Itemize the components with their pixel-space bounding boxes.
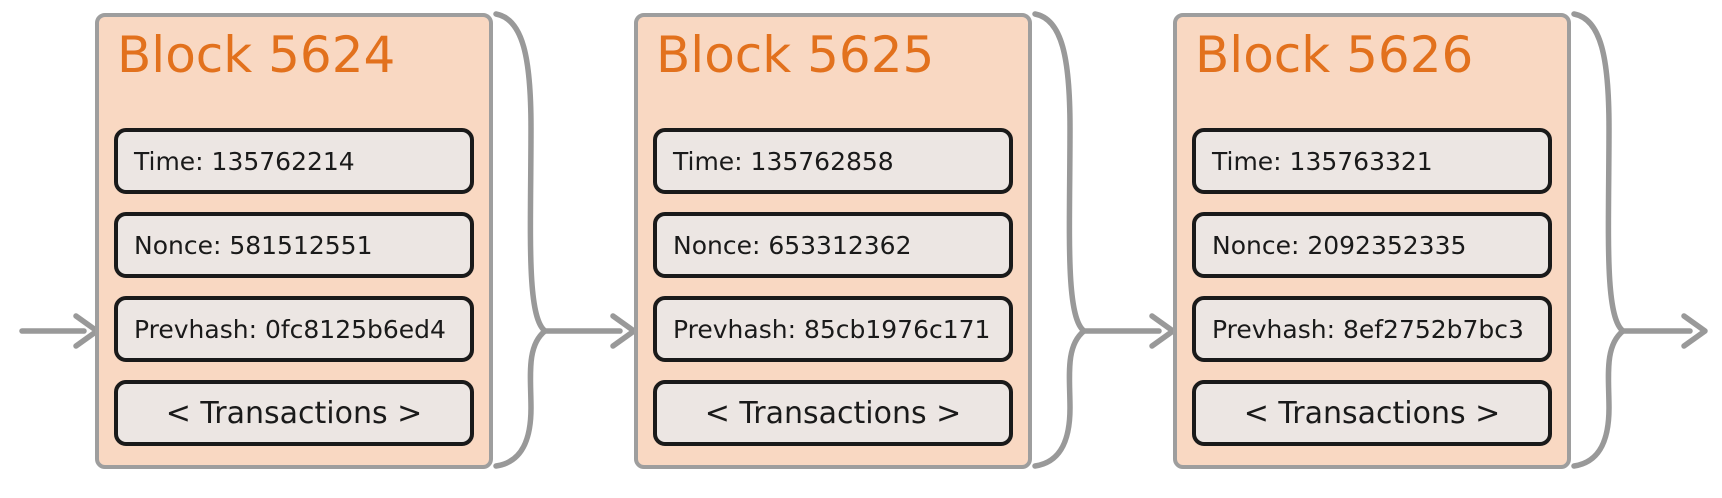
block-title: Block 5626 [1195,26,1474,84]
prevhash-field: Prevhash: 8ef2752b7bc3 [1192,296,1552,362]
transactions-field: < Transactions > [653,380,1013,446]
prevhash-field: Prevhash: 0fc8125b6ed4 [114,296,474,362]
nonce-field: Nonce: 581512551 [114,212,474,278]
prevhash-field: Prevhash: 85cb1976c171 [653,296,1013,362]
hash-brace-arrow-1 [493,11,637,469]
block-title: Block 5625 [656,26,935,84]
time-field: Time: 135763321 [1192,128,1552,194]
block-5624: Block 5624 Time: 135762214 Nonce: 581512… [95,13,493,469]
block-5626: Block 5626 Time: 135763321 Nonce: 209235… [1173,13,1571,469]
incoming-arrow [19,313,100,349]
nonce-field: Nonce: 2092352335 [1192,212,1552,278]
block-5625: Block 5625 Time: 135762858 Nonce: 653312… [634,13,1032,469]
time-field: Time: 135762858 [653,128,1013,194]
nonce-field: Nonce: 653312362 [653,212,1013,278]
hash-brace-arrow-3 [1571,11,1708,469]
transactions-field: < Transactions > [114,380,474,446]
hash-brace-arrow-2 [1032,11,1176,469]
block-title: Block 5624 [117,26,396,84]
transactions-field: < Transactions > [1192,380,1552,446]
time-field: Time: 135762214 [114,128,474,194]
